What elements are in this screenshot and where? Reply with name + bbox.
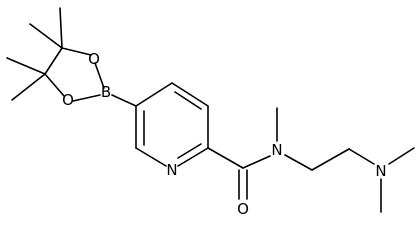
bond-o-bottom-b	[72, 94, 101, 102]
bond-amine-methyl-1	[388, 147, 415, 165]
molecule-diagram: O O B N N O N	[6, 7, 415, 218]
atom-label-amide-o: O	[237, 200, 249, 218]
bond-ch2-amine	[348, 148, 375, 165]
bond-c5-c4	[135, 82, 173, 107]
bond-n-ch2	[284, 154, 313, 171]
bond-c2-n1-double	[177, 143, 202, 159]
bond-methyl-4	[11, 73, 46, 101]
bond-c5-c4-double	[174, 91, 202, 110]
atom-label-boron: B	[101, 83, 111, 101]
bond-carbonyl-n	[242, 155, 271, 169]
bond-methyl-1	[59, 7, 63, 49]
pyridine-ring	[135, 82, 209, 167]
bond-c2-n1	[177, 147, 209, 167]
dioxaborolane-ring	[44, 47, 105, 102]
bond-c4-c3	[171, 82, 209, 107]
bond-b-o-top	[94, 62, 105, 89]
bond-methyl-2	[29, 23, 63, 49]
atom-label-o-bottom: O	[62, 91, 74, 109]
structure-canvas: O O B N N O N	[6, 7, 415, 218]
atom-label-amide-n: N	[271, 141, 282, 159]
bond-o-top-c	[61, 47, 92, 56]
atom-label-pyridine-n: N	[166, 161, 177, 179]
bond-methyl-3	[6, 57, 46, 75]
bond-c2-carbonyl	[207, 147, 244, 169]
dimethylaminoethyl-chain	[311, 147, 415, 213]
bond-c-c-ring	[44, 47, 63, 75]
atom-label-amine-n: N	[375, 162, 386, 180]
amide-group	[207, 107, 313, 200]
bond-n1-c6	[135, 147, 167, 167]
tetramethyl-groups	[6, 7, 63, 101]
bond-ch2-ch2	[311, 148, 350, 171]
bond-c-o-bottom	[44, 73, 65, 97]
bond-b-c5	[111, 94, 137, 107]
atom-label-o-top: O	[88, 50, 100, 68]
